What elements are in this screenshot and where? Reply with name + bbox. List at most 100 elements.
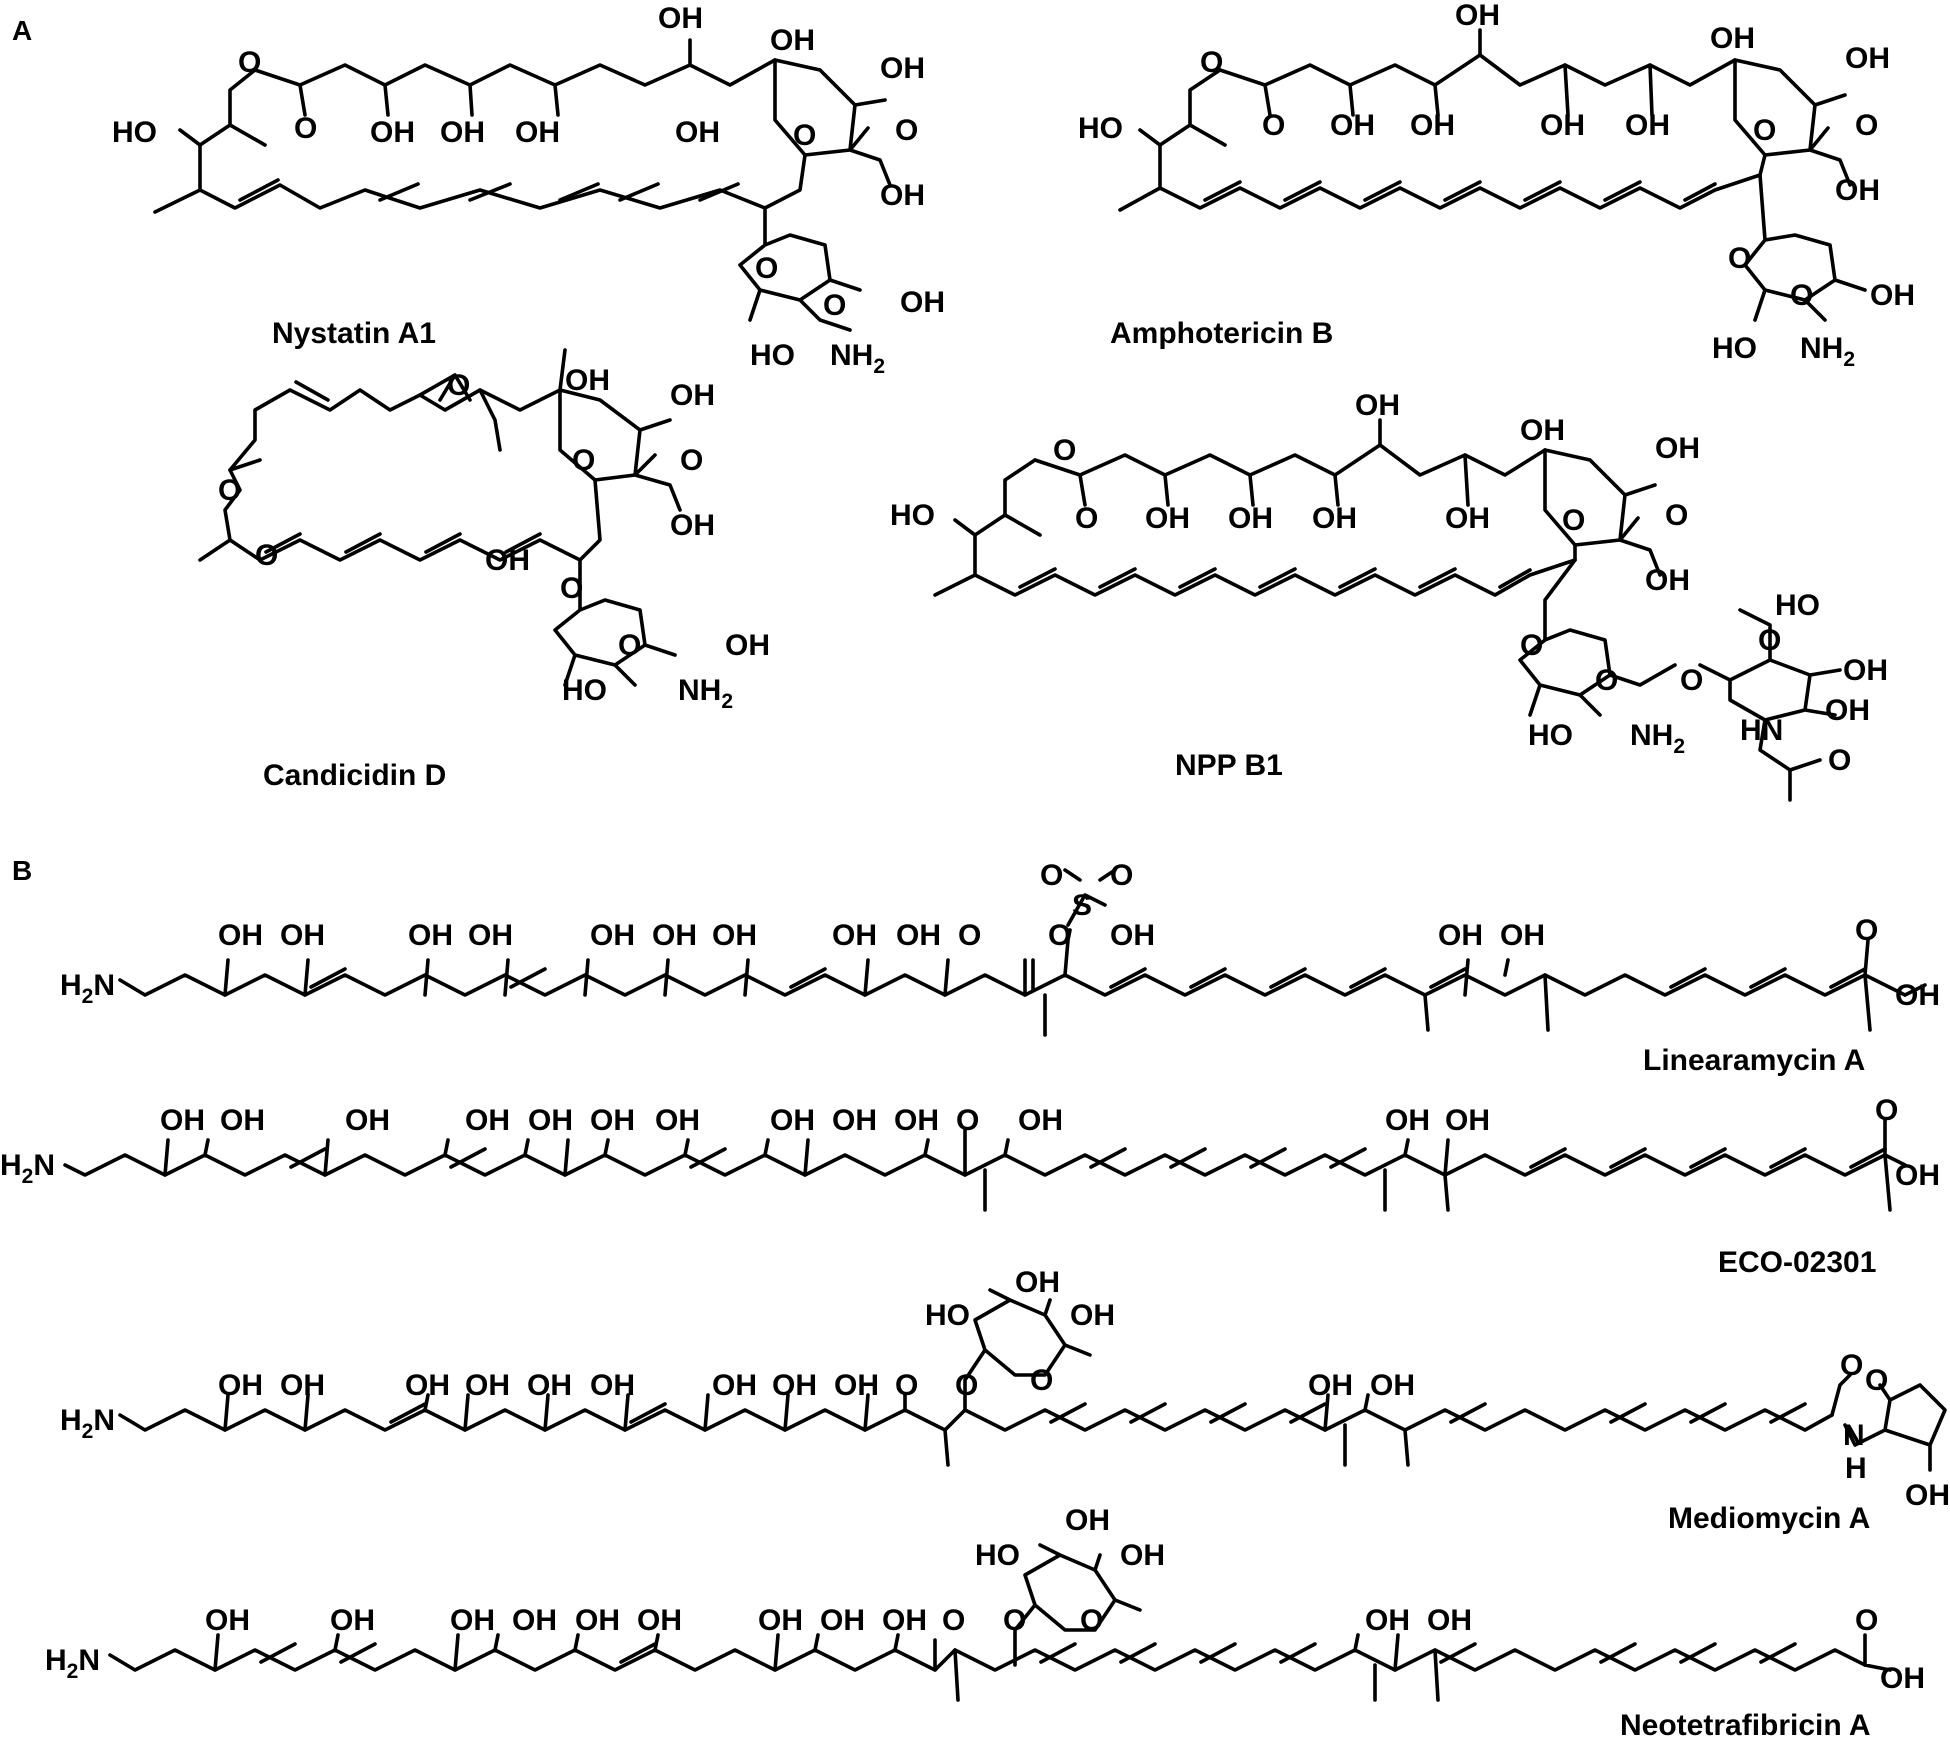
atom-o: O [958,919,981,952]
atom-oh: OH [1330,109,1375,142]
compound-name-neotetrafibricin-a: Neotetrafibricin A [1620,1709,1871,1740]
atom-oh: OH [1385,1104,1430,1137]
atom-oh: OH [670,509,715,542]
atom-ho: HO [925,1299,970,1332]
atom-o: O [1200,46,1223,79]
atom-o: O [793,119,816,152]
atom-oh: OH [1540,109,1585,142]
atom-oh: OH [1845,42,1890,75]
atom-oh: OH [220,1104,265,1137]
atom-ho: HO [1712,332,1757,365]
atom-oh: OH [590,919,635,952]
compound-name-eco-02301: ECO-02301 [1718,1246,1876,1279]
atom-oh: OH [1645,564,1690,597]
atom-oh: OH [670,379,715,412]
compound-name-npp-b1: NPP B1 [1175,749,1283,782]
atom-oh: OH [1065,1504,1110,1537]
compound-name-nystatin-a1: Nystatin A1 [272,317,436,350]
atom-o: O [572,444,595,477]
atom-oh: OH [1710,22,1755,55]
atom-o: O [218,474,241,507]
atom-o: O [1048,919,1071,952]
atom-oh: OH [1895,979,1940,1012]
atom-o: O [1790,279,1813,312]
atom-oh: OH [1365,1604,1410,1637]
atom-oh: OH [1880,1662,1925,1695]
atom-oh: OH [758,1604,803,1637]
atom-oh: OH [896,919,941,952]
atom-o: O [955,1369,978,1402]
atom-o: O [1840,1349,1863,1382]
atom-oh: OH [280,919,325,952]
atom-o: O [560,572,583,605]
atom-oh: OH [894,1104,939,1137]
atom-oh: OH [218,919,263,952]
atom-s: S [1072,889,1092,922]
atom-o: O [1680,664,1703,697]
atom-oh: OH [1438,919,1483,952]
structure-nystatin-a1: O O HO OH OH OH OH OH OH OH O O OH O O O… [112,2,945,378]
atom-oh: OH [590,1104,635,1137]
atom-oh: OH [450,1604,495,1637]
atom-oh: OH [370,116,415,149]
atom-oh: OH [280,1369,325,1402]
atom-oh: OH [218,1369,263,1402]
atom-oh: OH [1520,414,1565,447]
atom-oh: OH [1228,502,1273,535]
atom-oh: OH [820,1604,865,1637]
atom-oh: OH [880,179,925,212]
atom-oh: OH [405,1369,450,1402]
atom-o: O [1003,1604,1026,1637]
atom-oh: OH [330,1604,375,1637]
atom-oh: OH [345,1104,390,1137]
atom-o: O [1040,859,1063,892]
atom-oh: OH [882,1604,927,1637]
atom-oh: OH [1070,1299,1115,1332]
atom-oh: OH [1455,0,1500,32]
atom-o: O [895,1369,918,1402]
atom-o: O [755,252,778,285]
compound-name-candicidin-d: Candicidin D [263,759,446,792]
compound-name-mediomycin-a: Mediomycin A [1668,1502,1870,1535]
atom-o: O [1110,859,1133,892]
atom-oh: OH [1312,502,1357,535]
atom-o: O [1520,629,1543,662]
atom-o: O [942,1604,965,1637]
atom-o: O [680,444,703,477]
atom-oh: OH [1015,1266,1060,1299]
structure-npp-b1: O O HO OH OH OH OH OH OH OH O O OH O O O… [890,389,1888,802]
atom-o: O [1865,1364,1888,1397]
atom-o: O [618,629,641,662]
atom-oh: OH [1895,1159,1940,1192]
atom-o: O [1855,1604,1878,1637]
atom-o: O [1855,109,1878,142]
atom-oh: OH [408,919,453,952]
atom-o: O [1728,242,1751,275]
atom-oh: OH [1445,1104,1490,1137]
atom-oh: OH [1145,502,1190,535]
structure-eco-02301: H2N OH OH OH OH OH OH OH OH OH OH O OH O… [0,1094,1940,1279]
atom-oh: OH [1018,1104,1063,1137]
atom-oh: OH [834,1369,879,1402]
atom-oh: OH [590,1369,635,1402]
atom-h: H [1845,1452,1867,1485]
atom-oh: OH [1110,919,1155,952]
atom-oh: OH [655,1104,700,1137]
atom-o: O [1030,1364,1053,1397]
atom-o: O [895,114,918,147]
atom-oh: OH [527,1369,572,1402]
atom-oh: OH [832,1104,877,1137]
atom-o: O [1595,664,1618,697]
atom-o: O [1665,499,1688,532]
atom-oh: OH [712,1369,757,1402]
atom-oh: OH [1835,174,1880,207]
atom-oh: OH [440,116,485,149]
atom-o: O [1758,624,1781,657]
atom-o: O [238,46,261,79]
atom-ho: HO [562,674,607,707]
atom-oh: OH [652,919,697,952]
atom-oh: OH [900,286,945,319]
atom-oh: OH [770,24,815,57]
atom-h2n: H2N [45,1644,100,1683]
structure-amphotericin-b: O O HO OH OH OH OH OH OH OH O O OH O O O… [1078,0,1915,371]
